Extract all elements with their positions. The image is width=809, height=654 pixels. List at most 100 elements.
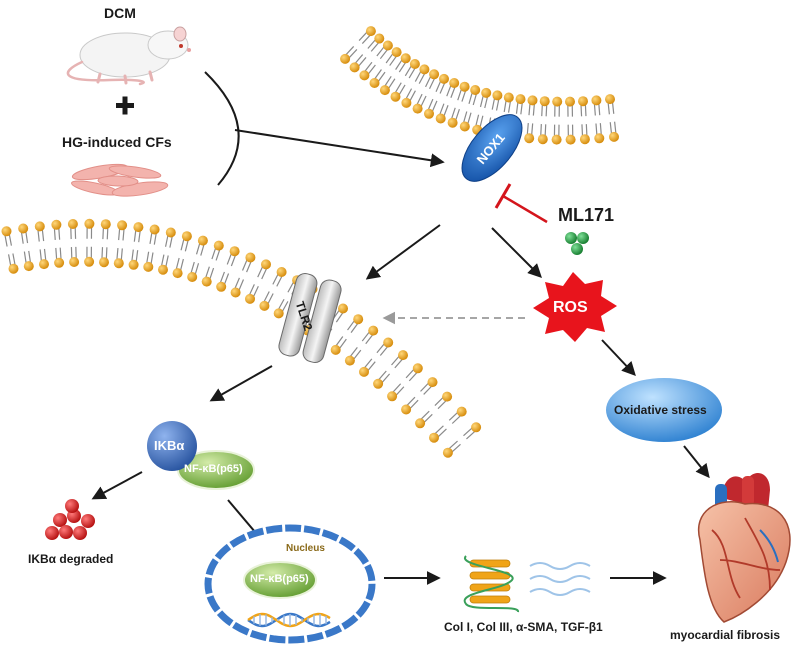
heart-icon [697, 472, 791, 623]
lipid-tails [333, 317, 361, 352]
lipid-head [368, 325, 379, 336]
lipid-head [197, 235, 208, 246]
lipid-head [276, 267, 287, 277]
lipid-head [412, 103, 423, 114]
lipid-head [442, 391, 453, 402]
lipid-tails [3, 230, 17, 270]
ros-burst [533, 272, 617, 342]
lipid-head [51, 219, 62, 230]
lipid-tails [247, 263, 269, 301]
arrow-to-degraded [91, 471, 143, 500]
lipid-head [565, 134, 576, 145]
lipid-head [387, 391, 398, 402]
lipid-head [213, 240, 224, 251]
nucleus-label: Nucleus [286, 543, 325, 554]
lipid-head [39, 259, 49, 270]
lipid-head [539, 96, 550, 107]
lipid-tails [526, 100, 536, 139]
lipid-head [401, 97, 412, 108]
lipid-head [398, 350, 408, 361]
lipid-tails [404, 380, 435, 412]
lipid-tails [361, 340, 391, 374]
lipid-head [382, 40, 393, 51]
combine-bracket [204, 71, 240, 186]
lipid-head [330, 344, 341, 355]
lipid-head [69, 257, 80, 267]
lipid-head [515, 94, 526, 105]
lipid-head [353, 314, 364, 325]
lipid-head [245, 252, 256, 263]
helix-strand [463, 555, 520, 613]
lipid-tails [593, 100, 603, 139]
lipid-head [149, 224, 160, 235]
helix-bar [469, 559, 511, 568]
inhibition-symbol [494, 183, 548, 224]
ml171-molecule-icon [565, 232, 589, 255]
lipid-head [390, 91, 401, 102]
lipid-tails [101, 224, 109, 263]
lipid-tails [375, 353, 406, 386]
dcm-label: DCM [104, 5, 136, 21]
lipid-head [338, 303, 348, 314]
lipid-tails [352, 36, 382, 70]
helix-bar [469, 595, 511, 604]
lipid-head [459, 121, 470, 132]
lipid-tails [70, 223, 77, 263]
lipid-head [447, 117, 458, 128]
lipid-head [605, 94, 615, 105]
lipid-tails [20, 228, 32, 267]
lipid-head [429, 69, 440, 80]
lipid-head [471, 422, 482, 433]
lipid-tails [130, 226, 142, 266]
lipid-head [230, 287, 241, 298]
lipid-head [609, 131, 619, 142]
lipid-head [201, 276, 212, 287]
lipid-head [143, 261, 154, 272]
lipid-head [133, 222, 144, 233]
lipid-head [344, 355, 355, 366]
lipid-tails [233, 256, 253, 294]
lipid-head [100, 219, 111, 230]
lipid-tails [362, 43, 391, 78]
lipid-tails [37, 226, 47, 265]
lipid-tails [449, 85, 468, 124]
lipid-tails [53, 224, 62, 263]
lipid-tails [415, 73, 437, 110]
lipid-head [374, 33, 385, 44]
lipid-head [172, 268, 183, 279]
lipid-head [259, 300, 270, 311]
lipid-tails [553, 101, 561, 140]
lipid-head [128, 259, 139, 270]
lipid-tails [432, 409, 464, 440]
lipid-head [439, 73, 449, 84]
lipid-head [503, 92, 514, 103]
oxidative-stress-label: Oxidative stress [614, 403, 707, 417]
dna-icon [247, 612, 331, 628]
lipid-head [67, 219, 78, 229]
lipid-head [400, 53, 411, 64]
lipid-head [449, 78, 460, 88]
lipid-head [165, 227, 176, 238]
lipid-tails [116, 225, 125, 264]
lipid-head [216, 281, 227, 292]
nfkb-label: NF-κB(p65) [184, 463, 243, 475]
lipid-head [379, 85, 390, 96]
lipid-head [245, 293, 255, 304]
rat-icon [66, 26, 191, 86]
lipid-tails [145, 228, 158, 268]
lipid-tails [474, 92, 489, 131]
lipid-head [349, 62, 360, 73]
lipid-head [492, 90, 503, 101]
fibroblast-cells-icon [71, 163, 169, 197]
ml171-label: ML171 [558, 205, 615, 225]
lipid-head [373, 378, 384, 389]
lipid-tails [426, 77, 447, 115]
lipid-tails [393, 62, 418, 99]
lipid-head [54, 257, 65, 268]
arrow-oxidative-to-heart [683, 445, 710, 479]
lipid-head [383, 337, 394, 348]
lipid-head [565, 96, 575, 107]
lipid-tails [261, 270, 285, 308]
collagen-label: Col I, Col III, α-SMA, TGF-β1 [444, 620, 603, 634]
